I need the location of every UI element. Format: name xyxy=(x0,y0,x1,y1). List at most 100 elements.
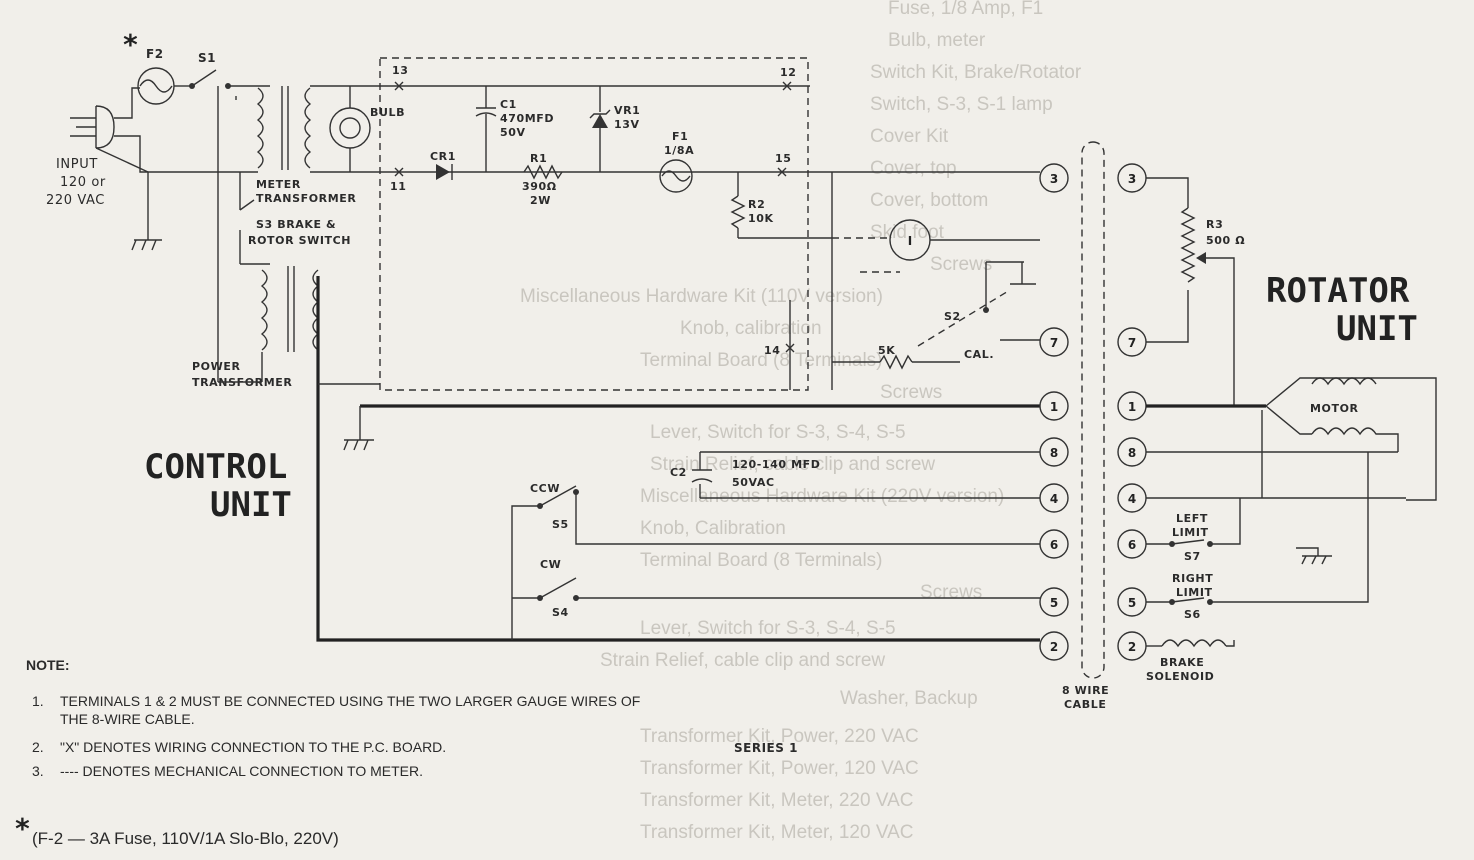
svg-text:4: 4 xyxy=(1050,492,1058,506)
rotator-terminal-7: 7 xyxy=(1117,327,1147,357)
rotator-terminal-5: 5 xyxy=(1117,587,1147,617)
meter-transformer xyxy=(256,86,312,170)
note-number: 2. xyxy=(32,739,44,755)
switch-s1-symbol xyxy=(189,69,231,89)
capacitor-c1-label: C1 xyxy=(500,98,517,111)
control-terminal-5: 5 xyxy=(1039,587,1069,617)
series-label: SERIES 1 xyxy=(734,741,798,755)
ghost-line: Bulb, meter xyxy=(888,30,986,51)
notes-heading: NOTE: xyxy=(26,657,70,673)
switch-s1-label: S1 xyxy=(198,51,216,65)
pcb-point-15: 15 xyxy=(775,152,791,177)
input-voltage-label: 120 or xyxy=(60,175,106,190)
svg-text:11: 11 xyxy=(390,180,407,193)
plug-lead-hot xyxy=(114,87,140,119)
meter-transformer-label: TRANSFORMER xyxy=(256,192,356,205)
motor-symbol xyxy=(1265,377,1437,501)
svg-text:5: 5 xyxy=(1128,596,1136,610)
ghost-line: Terminal Board (8 Terminals) xyxy=(640,350,883,371)
svg-text:3: 3 xyxy=(1050,172,1058,186)
diode-cr1 xyxy=(436,164,453,180)
cable-label: CABLE xyxy=(1064,698,1107,711)
fuse-f1-label: F1 xyxy=(672,130,688,143)
motor-label: MOTOR xyxy=(1310,402,1359,415)
svg-text:7: 7 xyxy=(1050,336,1058,350)
ghost-line: Screws xyxy=(880,382,942,403)
ghost-line: Switch, S-3, S-1 lamp xyxy=(870,94,1053,115)
switch-s3-label: ROTOR SWITCH xyxy=(248,234,351,247)
diode-cr1-label: CR1 xyxy=(430,150,456,163)
footnote-text: (F-2 — 3A Fuse, 110V/1A Slo-Blo, 220V) xyxy=(32,829,339,848)
power-transformer xyxy=(260,266,320,352)
brake-solenoid-label: BRAKE xyxy=(1160,656,1204,669)
svg-text:5: 5 xyxy=(1050,596,1058,610)
capacitor-c2 xyxy=(691,469,713,483)
ground-symbol xyxy=(1010,262,1036,285)
note-number: 1. xyxy=(32,693,44,709)
svg-text:6: 6 xyxy=(1050,538,1058,552)
potentiometer-r3 xyxy=(1180,207,1196,283)
ghost-line: Miscellaneous Hardware Kit (220V version… xyxy=(640,486,1004,507)
resistor-r1-value: 390Ω xyxy=(522,180,557,193)
potentiometer-5k xyxy=(879,354,913,370)
control-unit-title: CONTROL xyxy=(144,447,287,487)
control-terminal-7: 7 xyxy=(1039,327,1069,357)
svg-text:8: 8 xyxy=(1050,446,1058,460)
ground-symbol xyxy=(1296,547,1332,565)
switch-s4-symbol xyxy=(537,577,579,601)
ghost-line: Lever, Switch for S-3, S-4, S-5 xyxy=(640,618,896,639)
resistor-r2-value: 10K xyxy=(748,212,774,225)
svg-text:4: 4 xyxy=(1128,492,1136,506)
fuse-f2-symbol xyxy=(137,67,175,105)
rotator-terminal-8: 8 xyxy=(1117,437,1147,467)
ghost-line: Knob, Calibration xyxy=(640,518,786,539)
rotator-terminal-6: 6 xyxy=(1117,529,1147,559)
ground-symbol xyxy=(131,239,162,251)
note-text: THE 8-WIRE CABLE. xyxy=(60,711,195,727)
note-text: TERMINALS 1 & 2 MUST BE CONNECTED USING … xyxy=(60,693,640,709)
ghost-line: Screws xyxy=(930,254,992,275)
svg-text:12: 12 xyxy=(780,66,797,79)
ghost-line: Cover, bottom xyxy=(870,190,988,211)
control-terminal-3: 3 xyxy=(1039,163,1069,193)
capacitor-c1-value: 470MFD xyxy=(500,112,554,125)
svg-text:14: 14 xyxy=(764,344,781,357)
note-text: "X" DENOTES WIRING CONNECTION TO THE P.C… xyxy=(60,739,446,755)
svg-text:1: 1 xyxy=(1050,400,1058,414)
ghost-line: Terminal Board (8 Terminals) xyxy=(640,550,883,571)
ghost-line: Transformer Kit, Power, 220 VAC xyxy=(640,726,919,747)
resistor-r2-label: R2 xyxy=(748,198,765,211)
ghost-line: Fuse, 1/8 Amp, F1 xyxy=(888,0,1043,19)
switch-s7-symbol xyxy=(1169,539,1213,547)
resistor-r1-power: 2W xyxy=(530,194,551,207)
footnote-asterisk: * xyxy=(14,812,31,845)
switch-s3-label: S3 BRAKE & xyxy=(256,218,336,231)
rotator-unit-title: UNIT xyxy=(1336,309,1418,349)
control-terminal-2: 2 xyxy=(1039,631,1069,661)
capacitor-c1 xyxy=(475,107,497,117)
switch-s5-label: S5 xyxy=(552,518,569,531)
ghost-line: Lever, Switch for S-3, S-4, S-5 xyxy=(650,422,906,443)
brake-solenoid-symbol xyxy=(1161,639,1227,648)
plug-lead-neutral xyxy=(114,135,148,173)
pcb-point-13: 13 xyxy=(392,64,409,91)
input-label: INPUT xyxy=(56,157,98,172)
ghost-line: Strain Relief, cable clip and screw xyxy=(600,650,885,671)
switch-s4-label: S4 xyxy=(552,606,569,619)
note-text: ---- DENOTES MECHANICAL CONNECTION TO ME… xyxy=(60,763,423,779)
svg-text:13: 13 xyxy=(392,64,409,77)
ghost-line: Cover, top xyxy=(870,158,957,179)
capacitor-c2-value: 120-140 MFD xyxy=(732,458,821,471)
left-limit-label: LEFT xyxy=(1176,512,1208,525)
ghost-line: Miscellaneous Hardware Kit (110V version… xyxy=(520,286,883,307)
ghost-line: Transformer Kit, Meter, 120 VAC xyxy=(640,822,913,843)
ghost-line: Cover Kit xyxy=(870,126,949,147)
switch-s6-symbol xyxy=(1169,597,1213,605)
rotator-terminal-2: 2 xyxy=(1117,631,1147,661)
bulb-symbol xyxy=(329,107,371,149)
ghost-line: Transformer Kit, Meter, 220 VAC xyxy=(640,790,913,811)
meter-transformer-label: METER xyxy=(256,178,301,191)
input-plug xyxy=(70,105,115,149)
cable-label: 8 WIRE xyxy=(1062,684,1109,697)
